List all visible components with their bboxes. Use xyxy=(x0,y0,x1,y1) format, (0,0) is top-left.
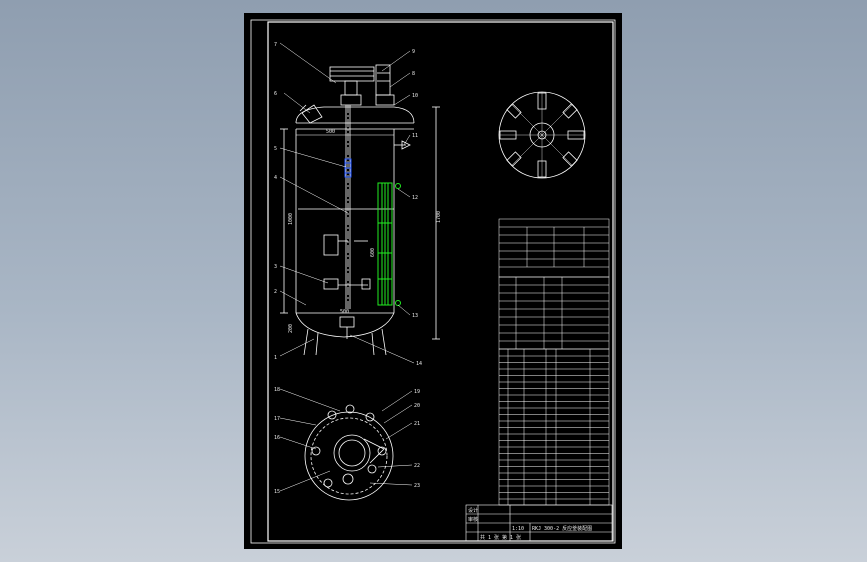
side-nozzle xyxy=(401,140,411,150)
leader-lines xyxy=(279,42,415,492)
impeller-lower xyxy=(323,278,339,290)
technical-spec-table xyxy=(498,218,610,278)
title-label-design: 设计 xyxy=(468,507,478,514)
outer-frame xyxy=(250,19,616,544)
gear-reducer xyxy=(375,64,391,96)
balloon-4: 3 xyxy=(274,264,277,270)
scale: 1:10 xyxy=(512,526,524,532)
balloon-22: 23 xyxy=(414,483,420,489)
heating-coil xyxy=(377,182,401,306)
inner-frame xyxy=(267,21,614,542)
motor-housing xyxy=(329,66,375,82)
drawing-sheet[interactable]: 设计 审核 RKJ 300-2 反应釜装配图 共 1 张 第 1 张 1:10 … xyxy=(244,13,622,549)
dim-inner-height: 600 xyxy=(370,248,376,257)
dim-bottom-height: 200 xyxy=(288,324,294,333)
balloon-13: 14 xyxy=(416,361,422,367)
balloon-11: 12 xyxy=(412,195,418,201)
balloon-9: 10 xyxy=(412,93,418,99)
motor-base xyxy=(363,438,385,464)
drawing-title: RKJ 300-2 反应釜装配图 xyxy=(532,525,592,532)
nozzle-table xyxy=(498,276,610,350)
balloon-21: 22 xyxy=(414,463,420,469)
leg-left xyxy=(303,328,309,356)
balloon-15: 17 xyxy=(274,416,280,422)
impeller-upper xyxy=(323,234,339,256)
title-block xyxy=(465,504,613,542)
balloon-20: 21 xyxy=(414,421,420,427)
manhole xyxy=(301,104,323,124)
sheet-info: 共 1 张 第 1 张 xyxy=(480,534,521,541)
elevation-view xyxy=(280,64,440,356)
dim-top-width: 500 xyxy=(326,129,335,135)
balloon-18: 19 xyxy=(414,389,420,395)
balloon-7: 9 xyxy=(412,49,415,55)
balloon-17: 15 xyxy=(274,489,280,495)
central-opening xyxy=(333,434,371,472)
balloon-10: 11 xyxy=(412,133,418,139)
dim-bottom-width: 500 xyxy=(340,309,349,315)
dim-overall-height: 1700 xyxy=(436,211,442,223)
vessel-outline xyxy=(304,411,394,501)
blade-layout-view xyxy=(498,91,586,179)
balloon-2: 5 xyxy=(274,146,277,152)
title-label-review: 审核 xyxy=(468,516,478,523)
balloon-1: 6 xyxy=(274,91,277,97)
balloon-3: 4 xyxy=(274,175,277,181)
coupling xyxy=(344,80,358,96)
top-head xyxy=(295,106,415,124)
balloon-5: 2 xyxy=(274,289,277,295)
bottom-valve xyxy=(339,316,355,328)
balloon-0: 7 xyxy=(274,42,277,48)
parts-list xyxy=(498,348,610,506)
level-gauge xyxy=(344,158,352,178)
leg-right xyxy=(371,332,375,356)
support-frame xyxy=(340,94,362,106)
balloon-6: 1 xyxy=(274,355,277,361)
reactor-assembly-drawing: 设计 审核 RKJ 300-2 反应釜装配图 共 1 张 第 1 张 1:10 … xyxy=(250,19,616,544)
balloon-16: 16 xyxy=(274,435,280,441)
balloon-8: 8 xyxy=(412,71,415,77)
dim-shell-height: 1000 xyxy=(288,213,294,225)
balloon-19: 20 xyxy=(414,403,420,409)
bottom-head xyxy=(295,312,395,338)
balloon-12: 13 xyxy=(412,313,418,319)
plan-view xyxy=(304,404,394,501)
balloon-14: 18 xyxy=(274,387,280,393)
